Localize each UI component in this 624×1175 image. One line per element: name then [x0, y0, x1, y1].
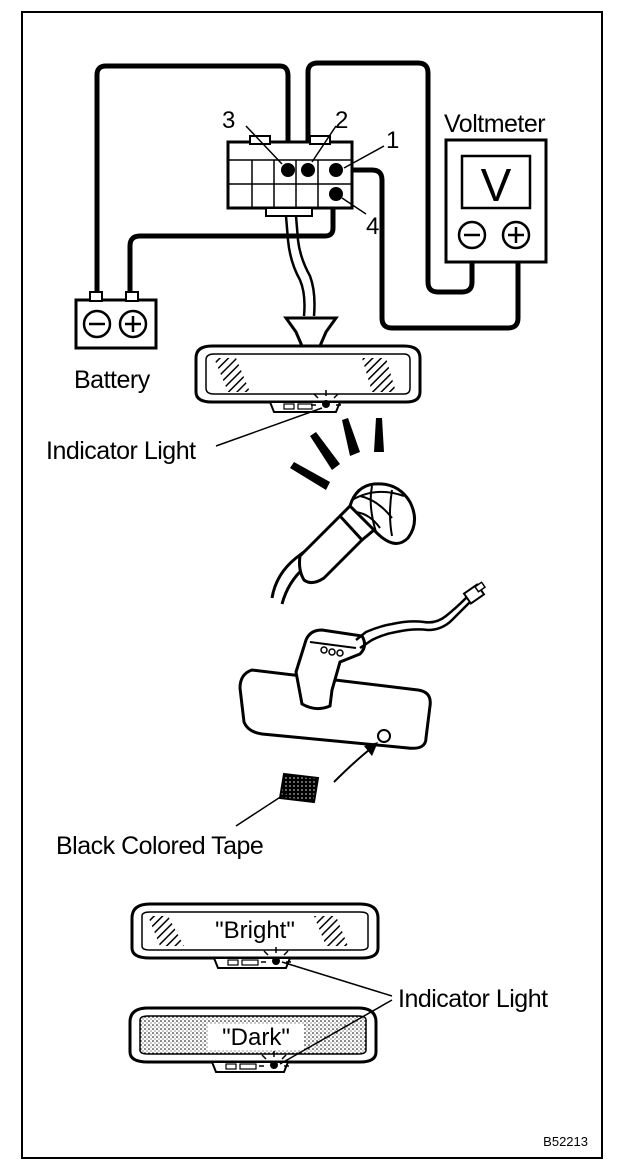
tape-arrow	[333, 745, 375, 783]
pin-4	[329, 187, 343, 201]
pin-1	[329, 163, 343, 177]
pin2-label: 2	[335, 107, 348, 134]
pin3-label: 3	[222, 107, 235, 134]
figure-code: B52213	[543, 1134, 588, 1149]
wire-voltmeter-negative	[305, 60, 475, 295]
battery-label: Battery	[74, 366, 151, 394]
pin1-label: 1	[386, 127, 399, 154]
light-sensor	[377, 729, 391, 743]
wire-voltmeter-positive	[337, 167, 521, 331]
indicator-leaders-bottom	[279, 961, 393, 1065]
pin4-label: 4	[366, 213, 379, 240]
mirror-top	[194, 316, 422, 413]
indicator-glow-top	[311, 390, 341, 406]
tape-leader	[235, 791, 289, 827]
black-tape	[278, 772, 320, 804]
connector	[226, 125, 385, 217]
indicator-glow-dark	[259, 1051, 289, 1067]
indicator-light-label-top: Indicator Light	[46, 437, 196, 465]
voltmeter-label: Voltmeter	[444, 110, 545, 138]
mirror-bright	[130, 902, 380, 969]
pin-3	[281, 163, 295, 177]
wires	[94, 60, 521, 331]
hand-lamp	[270, 482, 416, 605]
wire-battery-positive	[127, 193, 336, 303]
pin-2	[301, 163, 315, 177]
voltmeter	[444, 138, 548, 264]
wire-battery-negative	[94, 63, 291, 303]
indicator-leader-top	[215, 407, 323, 447]
indicator-glow-bright	[261, 947, 291, 963]
figure-frame	[21, 11, 603, 1159]
harness	[284, 215, 316, 317]
dark-label: "Dark"	[222, 1024, 290, 1051]
indicator-light-label-bottom: Indicator Light	[398, 985, 548, 1013]
battery	[74, 291, 158, 350]
voltmeter-symbol: V	[481, 159, 512, 211]
mirror-dark	[128, 1006, 378, 1073]
light-rays	[290, 418, 384, 490]
black-tape-label: Black Colored Tape	[56, 832, 263, 860]
bright-label: "Bright"	[215, 917, 295, 944]
mirror-rear	[238, 581, 487, 750]
